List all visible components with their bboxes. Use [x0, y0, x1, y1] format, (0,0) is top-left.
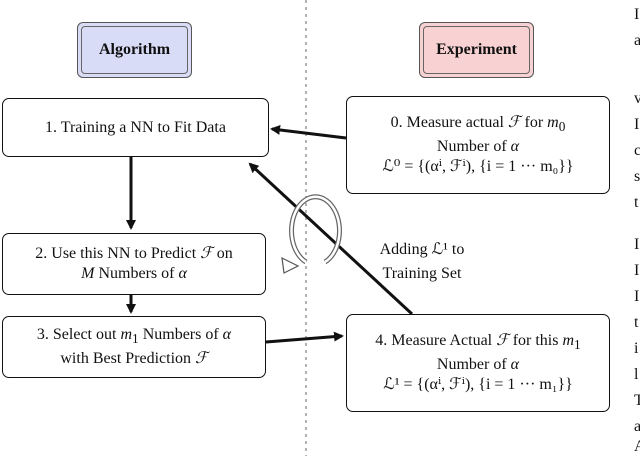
step2-box: 2. Use this NN to Predict ℱ on M Numbers… [2, 233, 266, 295]
arrow-4-to-1 [248, 162, 414, 316]
experiment-header-label: Experiment [436, 41, 517, 58]
experiment-header: Experiment [419, 22, 534, 78]
loop-icon [281, 194, 342, 274]
step2-line2: M Numbers of α [81, 265, 187, 282]
side-char: v [634, 90, 640, 107]
step1-text: 1. Training a NN to Fit Data [45, 118, 226, 136]
side-char: a [634, 32, 640, 49]
side-char: I [634, 262, 640, 279]
side-char: s [634, 168, 640, 185]
step0-line1: 0. Measure actual ℱ for m0 [390, 113, 566, 135]
side-char: A [634, 438, 640, 455]
step3-line1: 3. Select out m1 Numbers of α [36, 325, 232, 347]
step3-box: 3. Select out m1 Numbers of α with Best … [2, 316, 266, 378]
adding-to-training-set-note: Adding ℒ¹ to Training Set [352, 238, 492, 286]
step3-line2: with Best Prediction ℱ [60, 350, 208, 368]
side-char: a [634, 418, 640, 435]
step2-line1: 2. Use this NN to Predict ℱ on [35, 245, 233, 262]
side-char: I [634, 6, 640, 23]
step0-box: 0. Measure actual ℱ for m0 Number of α ℒ… [346, 96, 610, 194]
side-char: t [634, 314, 639, 331]
side-char: I [634, 116, 640, 133]
side-char: l [634, 366, 639, 383]
side-char: I [634, 288, 640, 305]
side-char: I [634, 236, 640, 253]
note-line2: Training Set [382, 265, 462, 282]
arrow-0-to-1 [270, 125, 347, 140]
step4-formula: ℒ¹ = {(αⁱ, ℱⁱ), {i = 1 ··· m₁}} [383, 376, 573, 394]
step4-line1: 4. Measure Actual ℱ for this m1 [375, 331, 581, 353]
arrow-3-to-4 [265, 331, 344, 344]
algorithm-header-label: Algorithm [98, 41, 171, 58]
step0-line2: Number of α [436, 138, 520, 156]
step4-box: 4. Measure Actual ℱ for this m1 Number o… [346, 314, 610, 412]
step4-line2: Number of α [436, 356, 520, 374]
side-char: i [634, 340, 639, 357]
step1-box: 1. Training a NN to Fit Data [2, 98, 269, 157]
algorithm-header: Algorithm [77, 22, 192, 78]
side-char: t [634, 194, 639, 211]
note-line1: Adding ℒ¹ to [379, 241, 465, 258]
side-char: c [634, 142, 640, 159]
side-char: T [634, 392, 640, 409]
step0-formula: ℒ⁰ = {(αⁱ, ℱⁱ), {i = 1 ··· m₀}} [382, 158, 574, 176]
